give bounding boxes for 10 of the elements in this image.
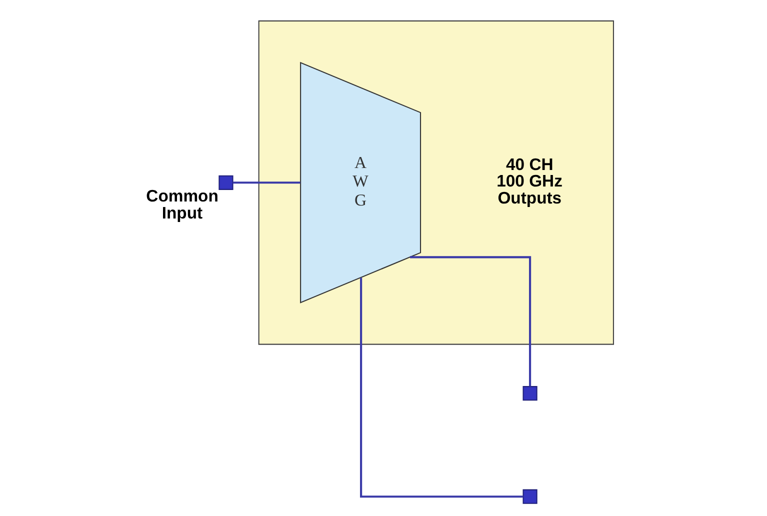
node-box <box>522 386 537 401</box>
node-box <box>218 175 233 190</box>
cluster <box>258 20 614 345</box>
connector <box>232 182 300 184</box>
node-label: Common Input <box>146 186 218 222</box>
node-box: A W G <box>300 62 421 304</box>
connector <box>410 256 531 386</box>
connector <box>360 278 523 498</box>
label: 40 CH 100 GHz Outputs <box>496 154 562 208</box>
node-box <box>522 489 537 504</box>
